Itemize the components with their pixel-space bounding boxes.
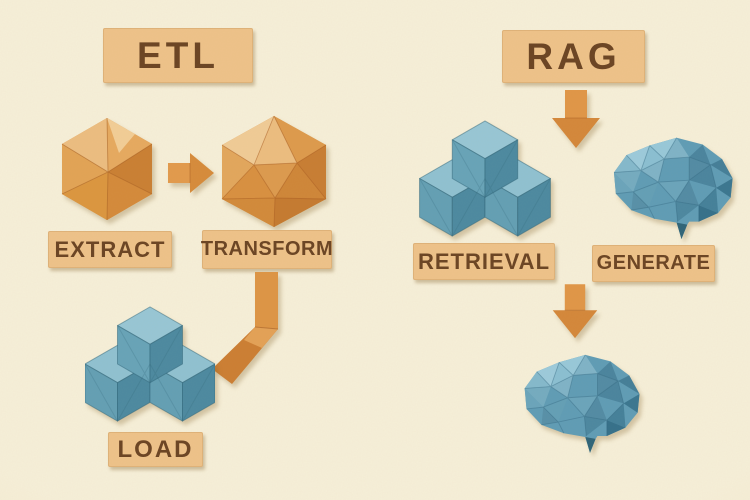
transform-to-load-bend-arrow-icon — [212, 272, 279, 384]
rag-flow-down-arrow-bottom-icon — [552, 284, 598, 339]
etl-flow-right-arrow-icon — [168, 153, 214, 193]
extract-hexagon-icon — [61, 117, 153, 221]
etl-title: ETL — [103, 28, 253, 83]
generate-brain-icon — [613, 137, 734, 240]
transform-icosahedron-icon — [221, 115, 327, 228]
load-label: LOAD — [108, 432, 203, 467]
retrieval-cube-stack-icon — [419, 120, 551, 237]
transform-label: TRANSFORM — [201, 230, 333, 269]
rag-title: RAG — [502, 30, 645, 83]
load-cube-stack-icon — [85, 306, 215, 422]
retrieval-label: RETRIEVAL — [413, 243, 555, 280]
rag-output-brain-icon — [524, 354, 640, 454]
generate-label: GENERATE — [592, 245, 715, 282]
extract-label: EXTRACT — [48, 231, 172, 268]
